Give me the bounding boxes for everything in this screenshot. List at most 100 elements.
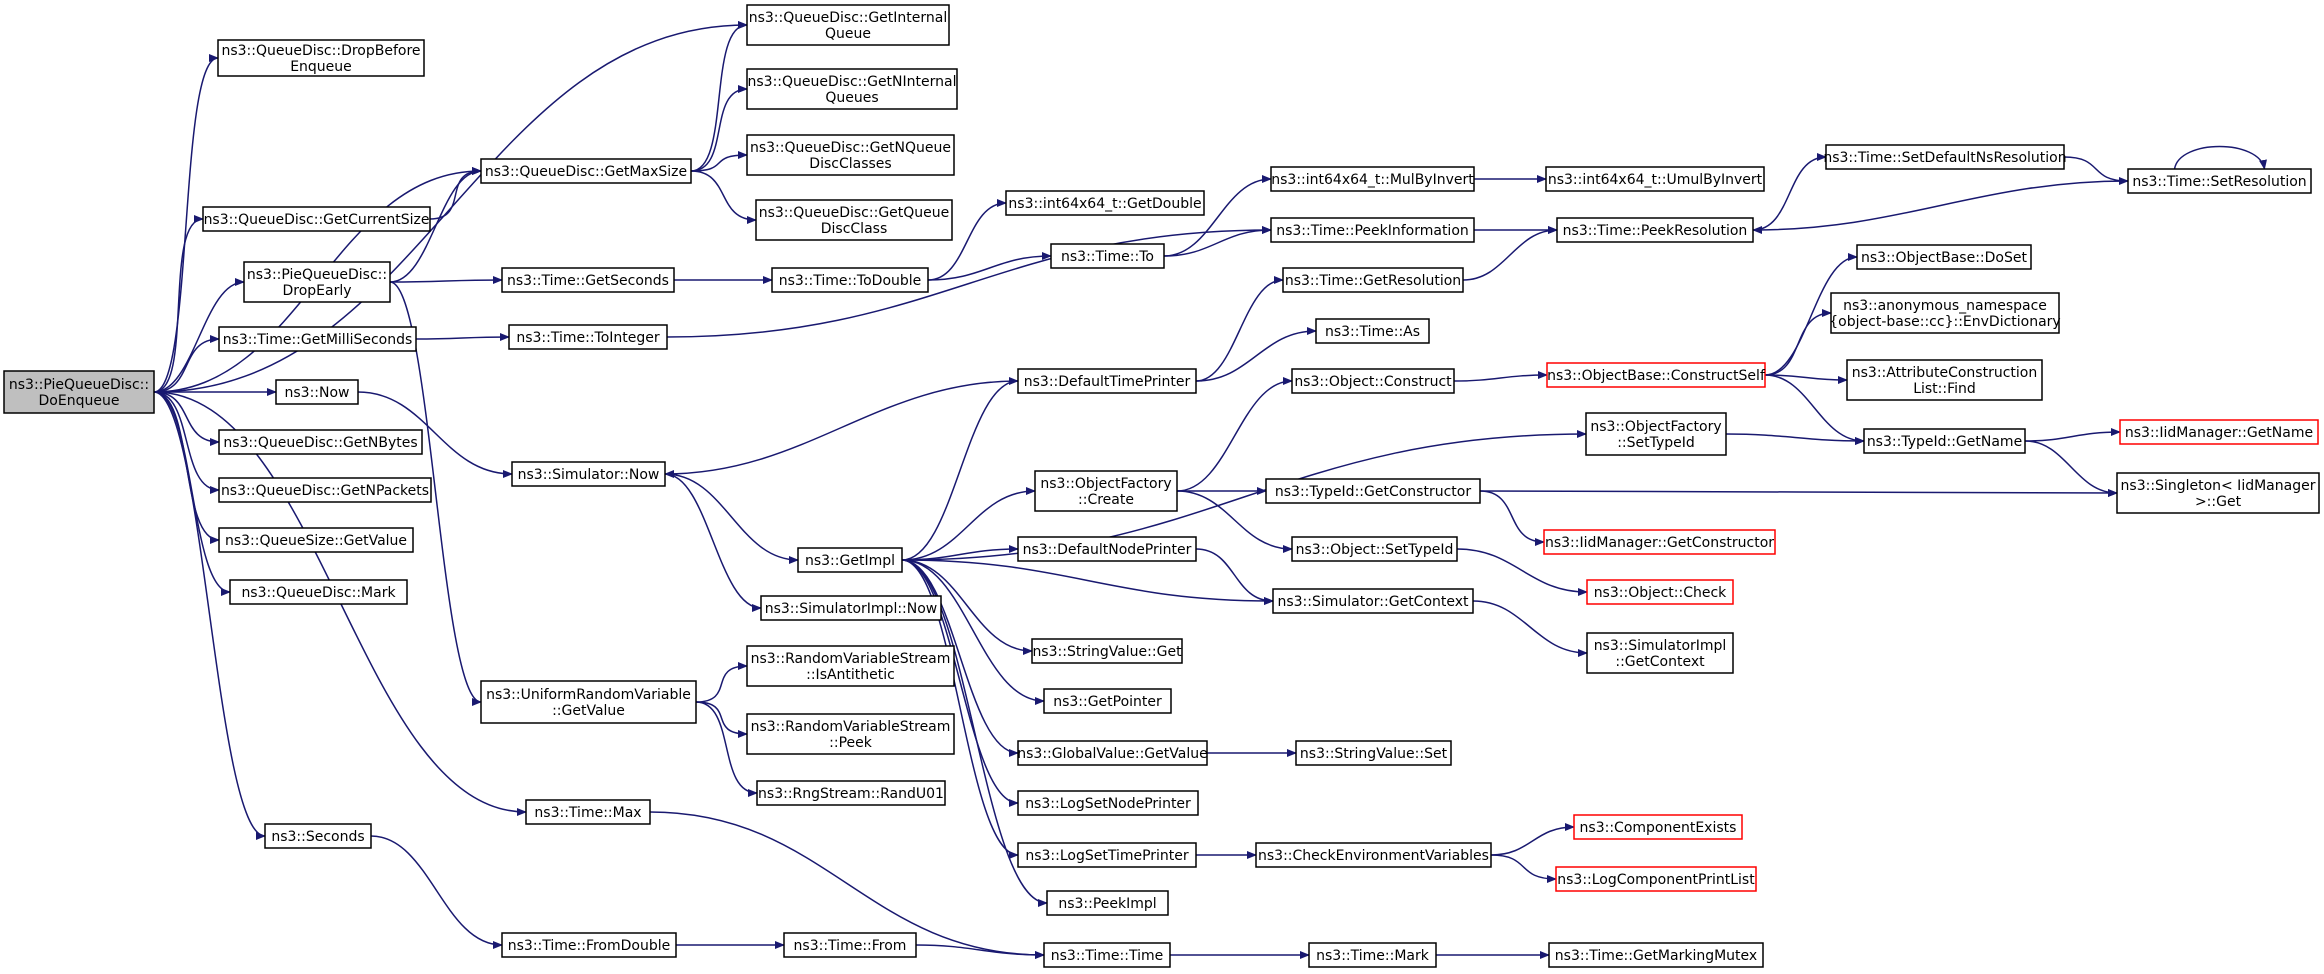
node-box [229,579,408,605]
node-box [217,39,425,77]
node-int-umulbyinvert[interactable]: ns3::int64x64_t::UmulByInvert [1545,166,1765,192]
node-time-max[interactable]: ns3::Time::Max [525,799,651,825]
node-seconds[interactable]: ns3::Seconds [264,823,372,849]
edge-line [389,276,503,285]
node-time-from[interactable]: ns3::Time::From [783,932,917,958]
node-box [275,379,359,405]
node-logsettimeprinter[interactable]: ns3::LogSetTimePrinter [1017,842,1197,868]
node-time-mark[interactable]: ns3::Time::Mark [1308,942,1437,968]
node-box [1295,740,1452,766]
node-time-toint[interactable]: ns3::Time::ToInteger [508,324,668,350]
node-logsetnodeprinter[interactable]: ns3::LogSetNodePrinter [1017,790,1199,816]
node-qd-getnbytes[interactable]: ns3::QueueDisc::GetNBytes [218,429,423,455]
node-ob-doset[interactable]: ns3::ObjectBase::DoSet [1856,244,2032,270]
node-time-getseconds[interactable]: ns3::Time::GetSeconds [501,267,675,293]
node-label: ::GetContext [1615,654,1705,670]
node-time-getmarkingmutex[interactable]: ns3::Time::GetMarkingMutex [1548,942,1764,968]
node-time-getres[interactable]: ns3::Time::GetResolution [1282,267,1464,293]
node-of-create[interactable]: ns3::ObjectFactory::Create [1034,470,1178,512]
node-stringvalue-set[interactable]: ns3::StringValue::Set [1295,740,1452,766]
node-box [1543,529,1776,555]
node-qd-getcursize[interactable]: ns3::QueueDisc::GetCurrentSize [202,206,431,232]
edge-time-from-to-time-time [915,944,1045,959]
node-box [760,595,942,621]
node-box [218,477,432,503]
edge-ob-constructself-to-attrconstlist-find [1764,374,1848,384]
node-of-settypeid[interactable]: ns3::ObjectFactory::SetTypeId [1585,412,1727,456]
node-obj-settypeid[interactable]: ns3::Object::SetTypeId [1291,536,1458,562]
node-time-as[interactable]: ns3::Time::As [1315,318,1430,344]
node-time-getmilli[interactable]: ns3::Time::GetMilliSeconds [218,326,417,352]
node-sim-getcontext[interactable]: ns3::Simulator::GetContext [1272,588,1474,614]
node-sim-now[interactable]: ns3::Simulator::Now [511,461,666,487]
node-label: ns3::GetImpl [805,553,895,569]
node-logcomponentprintlist[interactable]: ns3::LogComponentPrintList [1555,866,1757,892]
node-singleton-get[interactable]: ns3::Singleton< IidManager >::Get [2116,472,2320,514]
node-iid-getconstructor[interactable]: ns3::IidManager::GetConstructor [1543,529,1776,555]
node-int-mulbyinvert[interactable]: ns3::int64x64_t::MulByInvert [1270,166,1475,192]
node-checkenvvars[interactable]: ns3::CheckEnvironmentVariables [1255,842,1492,868]
edge-line [1752,153,1827,231]
node-iid-getname[interactable]: ns3::IidManager::GetName [2119,419,2319,445]
node-componentexists[interactable]: ns3::ComponentExists [1573,814,1743,840]
node-time-time[interactable]: ns3::Time::Time [1043,942,1171,968]
node-simimpl-getcontext[interactable]: ns3::SimulatorImpl::GetContext [1586,632,1734,674]
node-peekimpl[interactable]: ns3::PeekImpl [1046,890,1169,916]
node-box [1272,588,1474,614]
edge-checkenvvars-to-logcomponentprintlist [1490,854,1557,883]
edge-root-to-qd-mark [153,391,231,596]
node-defaultnodeprinter[interactable]: ns3::DefaultNodePrinter [1017,536,1197,562]
node-now[interactable]: ns3::Now [275,379,359,405]
node-box [1017,536,1197,562]
node-label: Queues [825,90,878,106]
node-qd-mark[interactable]: ns3::QueueDisc::Mark [229,579,408,605]
edge-getimpl-to-defaulttimeprinter [901,377,1019,561]
node-defaulttimeprinter[interactable]: ns3::DefaultTimePrinter [1017,368,1197,394]
node-rvs-isanti[interactable]: ns3::RandomVariableStream::IsAntithetic [746,645,955,687]
node-qs-getvalue[interactable]: ns3::QueueSize::GetValue [218,527,414,553]
node-time-peekres[interactable]: ns3::Time::PeekResolution [1556,217,1754,243]
node-rng-randu01[interactable]: ns3::RngStream::RandU01 [756,780,946,806]
node-time-to[interactable]: ns3::Time::To [1050,243,1165,269]
node-time-peekinfo[interactable]: ns3::Time::PeekInformation [1270,217,1475,243]
node-label: ns3::IidManager::GetName [2125,425,2313,441]
node-typeid-getname[interactable]: ns3::TypeId::GetName [1863,428,2026,454]
edge-line [153,391,266,840]
node-box [1282,267,1464,293]
node-ob-constructself[interactable]: ns3::ObjectBase::ConstructSelf [1546,362,1766,388]
node-qd-getnpackets[interactable]: ns3::QueueDisc::GetNPackets [218,477,432,503]
node-obj-construct[interactable]: ns3::Object::Construct [1291,368,1455,394]
edge-qd-getmaxsize-to-qd-getqdc [690,170,757,224]
node-urv-getvalue[interactable]: ns3::UniformRandomVariable::GetValue [480,680,697,724]
node-pie-dropearly[interactable]: ns3::PieQueueDisc::DropEarly [243,261,391,303]
node-box [1046,890,1169,916]
node-root[interactable]: ns3::PieQueueDisc::DoEnqueue [3,370,155,414]
node-simimpl-now[interactable]: ns3::SimulatorImpl::Now [760,595,942,621]
node-getimpl[interactable]: ns3::GetImpl [797,547,903,573]
node-box [2116,472,2320,514]
node-typeid-getconstructor[interactable]: ns3::TypeId::GetConstructor [1265,478,1481,504]
edge-line [901,559,1019,859]
node-gv-getvalue[interactable]: ns3::GlobalValue::GetValue [1017,740,1208,766]
node-box [755,199,953,241]
node-anon-envdict[interactable]: ns3::anonymous_namespace{object-base::cc… [1829,292,2061,334]
node-label: ns3::QueueDisc::Mark [241,585,396,601]
node-time-setres[interactable]: ns3::Time::SetResolution [2127,168,2312,194]
node-obj-check[interactable]: ns3::Object::Check [1586,579,1734,605]
node-time-todouble[interactable]: ns3::Time::ToDouble [771,267,929,293]
node-time-fromdouble[interactable]: ns3::Time::FromDouble [501,932,677,958]
edge-line [153,278,245,393]
node-rvs-peek[interactable]: ns3::RandomVariableStream::Peek [746,713,955,755]
node-getpointer[interactable]: ns3::GetPointer [1043,688,1172,714]
node-int-getdouble[interactable]: ns3::int64x64_t::GetDouble [1005,190,1205,216]
node-stringvalue-get[interactable]: ns3::StringValue::Get [1031,638,1183,664]
node-qd-getmaxsize[interactable]: ns3::QueueDisc::GetMaxSize [480,158,692,184]
edge-time-todouble-to-int-getdouble [927,199,1007,281]
node-time-setdefaultns[interactable]: ns3::Time::SetDefaultNsResolution [1823,144,2067,170]
